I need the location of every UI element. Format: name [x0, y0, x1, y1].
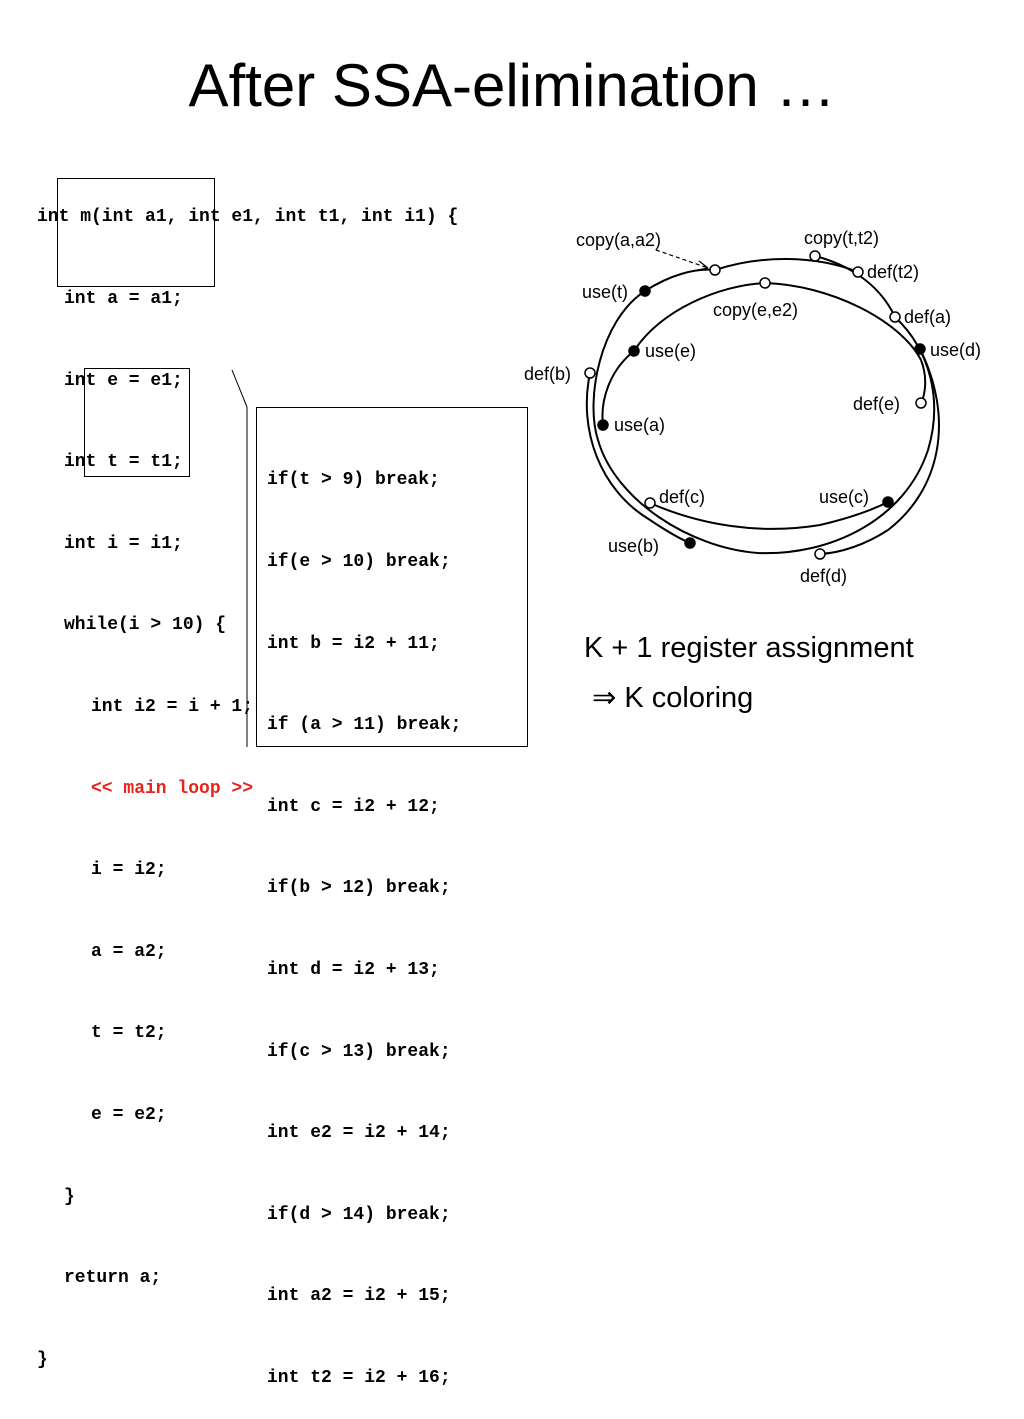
arc-main: [592, 290, 936, 555]
label-use-t: use(t): [582, 282, 628, 302]
node-copy-t-t2: [809, 250, 821, 262]
loop-line: if (a > 11) break;: [267, 715, 462, 736]
node-def-c: [644, 497, 656, 509]
label-use-b: use(b): [608, 536, 659, 556]
loop-line: if(t > 9) break;: [267, 470, 440, 491]
init-e-line: int e = e1;: [64, 370, 183, 391]
arc-b: [585, 372, 691, 544]
init-copies-box: [57, 178, 215, 287]
loop-line: if(d > 14) break;: [267, 1204, 451, 1225]
i2-line: int i2 = i + 1;: [91, 696, 254, 717]
expansion-lines: [231, 369, 248, 747]
label-copy-e-e2: copy(e,e2): [713, 300, 798, 320]
loop-line: int b = i2 + 11;: [267, 633, 440, 654]
node-copy-a-a2: [709, 264, 721, 276]
loop-line: int t2 = i2 + 16;: [267, 1367, 451, 1388]
label-def-b: def(b): [524, 364, 571, 384]
method-signature: int m(int a1, int e1, int t1, int i1) {: [37, 207, 459, 228]
arc-t2: [814, 255, 896, 318]
node-use-e: [628, 345, 640, 357]
label-use-a: use(a): [614, 415, 665, 435]
arc-a2: [714, 258, 859, 273]
expansion-line-top: [231, 369, 248, 408]
label-def-c: def(c): [659, 487, 705, 507]
caption-register-assignment: K + 1 register assignment: [584, 632, 914, 664]
pointer-copy-a-a2: [655, 249, 709, 269]
node-use-a: [597, 419, 609, 431]
arc-a: [601, 350, 635, 426]
label-def-a: def(a): [904, 307, 951, 327]
loop-line: int a2 = i2 + 15;: [267, 1286, 451, 1307]
loop-line: int c = i2 + 12;: [267, 796, 440, 817]
label-copy-a-a2: copy(a,a2): [576, 230, 661, 250]
loop-line: if(c > 13) break;: [267, 1041, 451, 1062]
node-def-a: [889, 311, 901, 323]
main-loop-code-box: if(t > 9) break; if(e > 10) break; int b…: [256, 407, 528, 1388]
node-def-t2: [852, 266, 864, 278]
init-i-line: int i = i1;: [64, 533, 183, 554]
node-use-c: [882, 496, 894, 508]
while-line: while(i > 10) {: [64, 615, 227, 636]
pointer-arrowhead: [697, 260, 709, 271]
caption-k-coloring: ⇒ K coloring: [592, 682, 754, 714]
loop-line: if(b > 12) break;: [267, 878, 451, 899]
label-def-e: def(e): [853, 394, 900, 414]
label-copy-t-t2: copy(t,t2): [804, 228, 879, 248]
node-use-t: [639, 285, 651, 297]
node-use-d: [914, 343, 926, 355]
arc-e2: [764, 282, 927, 404]
arc-e: [633, 282, 766, 352]
arc-t: [644, 268, 716, 292]
arc-c: [649, 501, 889, 530]
label-use-c: use(c): [819, 487, 869, 507]
label-use-d: use(d): [930, 340, 981, 360]
loop-line: int d = i2 + 13;: [267, 959, 440, 980]
init-a-line: int a = a1;: [64, 289, 183, 309]
loop-copies-box: [84, 368, 190, 477]
label-use-e: use(e): [645, 341, 696, 361]
node-def-b: [584, 367, 596, 379]
arc-d: [819, 348, 940, 555]
init-t-line: int t = t1;: [64, 452, 183, 473]
label-def-d: def(d): [800, 566, 847, 586]
node-copy-e-e2: [759, 277, 771, 289]
node-use-b: [684, 537, 696, 549]
circular-arc-graph: copy(a,a2) copy(t,t2) def(t2) use(t) cop…: [524, 228, 981, 586]
node-def-e: [915, 397, 927, 409]
label-def-t2: def(t2): [867, 262, 919, 282]
loop-line: int e2 = i2 + 14;: [267, 1123, 451, 1144]
node-def-d: [814, 548, 826, 560]
slide-title: After SSA-elimination …: [188, 52, 836, 119]
loop-line: if(e > 10) break;: [267, 552, 451, 572]
